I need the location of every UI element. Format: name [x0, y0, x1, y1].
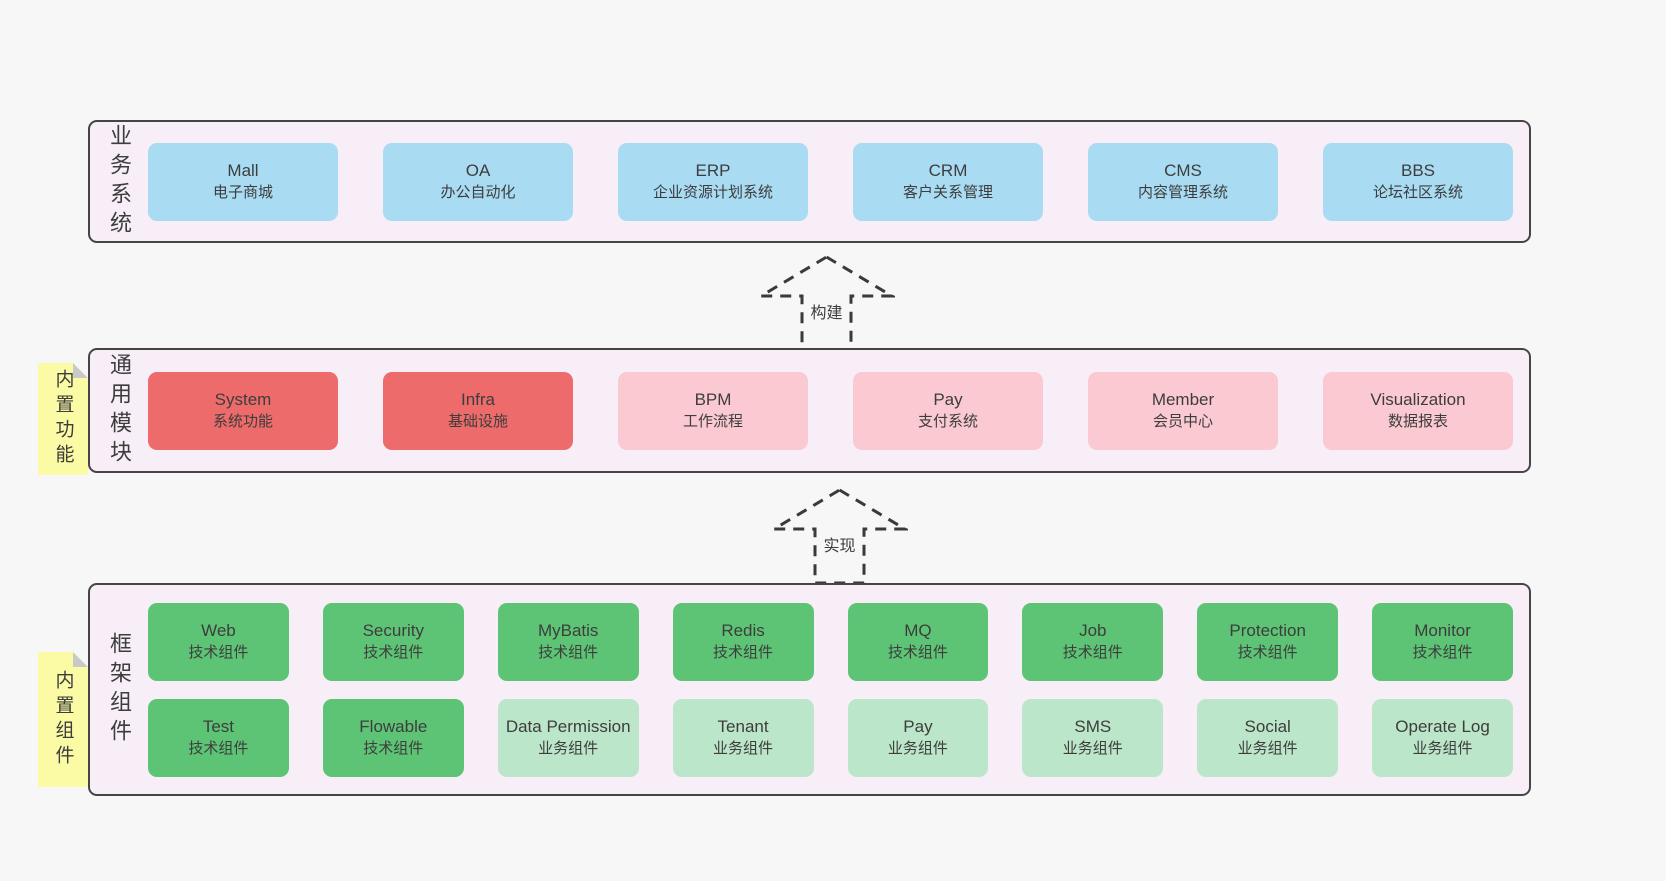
- box-pay-module: Pay 支付系统: [853, 371, 1043, 450]
- box-oa: OA 办公自动化: [383, 142, 573, 221]
- components-row-2: Test 技术组件 Flowable 技术组件 Data Permission …: [148, 698, 1513, 777]
- box-bbs: BBS 论坛社区系统: [1323, 142, 1513, 221]
- box-data-permission: Data Permission 业务组件: [497, 698, 639, 777]
- modules-boxes-row: System 系统功能 Infra 基础设施 BPM 工作流程 Pay 支付系统…: [148, 371, 1513, 450]
- components-row-1: Web 技术组件 Security 技术组件 MyBatis 技术组件 Redi…: [148, 602, 1513, 681]
- box-operate-log: Operate Log 业务组件: [1372, 698, 1513, 777]
- box-protection: Protection 技术组件: [1197, 602, 1339, 681]
- box-mq: MQ 技术组件: [847, 602, 989, 681]
- box-mall: Mall 电子商城: [148, 142, 338, 221]
- box-sms: SMS 业务组件: [1022, 698, 1164, 777]
- box-tenant: Tenant 业务组件: [672, 698, 814, 777]
- components-boxes-area: Web 技术组件 Security 技术组件 MyBatis 技术组件 Redi…: [148, 602, 1513, 777]
- box-mybatis: MyBatis 技术组件: [497, 602, 639, 681]
- arrow-implement-up: 实现: [771, 487, 908, 587]
- box-monitor: Monitor 技术组件: [1372, 602, 1513, 681]
- box-erp: ERP 企业资源计划系统: [618, 142, 808, 221]
- box-flowable: Flowable 技术组件: [322, 698, 464, 777]
- box-cms: CMS 内容管理系统: [1088, 142, 1278, 221]
- box-system: System 系统功能: [148, 371, 338, 450]
- box-social: Social 业务组件: [1197, 698, 1339, 777]
- arrow-build-up: 构建: [758, 254, 895, 354]
- box-member: Member 会员中心: [1088, 371, 1278, 450]
- box-redis: Redis 技术组件: [672, 602, 814, 681]
- folded-corner-icon: [73, 363, 88, 378]
- layer-business-label: 业务系统: [107, 123, 132, 240]
- arrow-build-label: 构建: [807, 299, 846, 323]
- sticky-note-builtin-components: 内置组件: [38, 652, 88, 787]
- business-boxes-row: Mall 电子商城 OA 办公自动化 ERP 企业资源计划系统 CRM 客户关系…: [148, 142, 1513, 221]
- box-security: Security 技术组件: [322, 602, 464, 681]
- folded-corner-icon: [73, 652, 88, 667]
- arrow-implement-label: 实现: [820, 532, 859, 556]
- box-crm: CRM 客户关系管理: [853, 142, 1043, 221]
- box-infra: Infra 基础设施: [383, 371, 573, 450]
- box-visualization: Visualization 数据报表: [1323, 371, 1513, 450]
- layer-components-label: 框架组件: [107, 631, 132, 748]
- layer-framework-components: 框架组件 Web 技术组件 Security 技术组件 MyBatis 技术组件…: [88, 583, 1531, 796]
- sticky-note-builtin-functions: 内置功能: [38, 363, 88, 475]
- box-job: Job 技术组件: [1022, 602, 1164, 681]
- box-web: Web 技术组件: [148, 602, 289, 681]
- layer-modules-label: 通用模块: [107, 352, 132, 469]
- box-pay-component: Pay 业务组件: [847, 698, 989, 777]
- layer-business-systems: 业务系统 Mall 电子商城 OA 办公自动化 ERP 企业资源计划系统 CRM…: [88, 120, 1531, 243]
- box-test: Test 技术组件: [148, 698, 289, 777]
- layer-common-modules: 通用模块 System 系统功能 Infra 基础设施 BPM 工作流程 Pay…: [88, 348, 1531, 473]
- box-bpm: BPM 工作流程: [618, 371, 808, 450]
